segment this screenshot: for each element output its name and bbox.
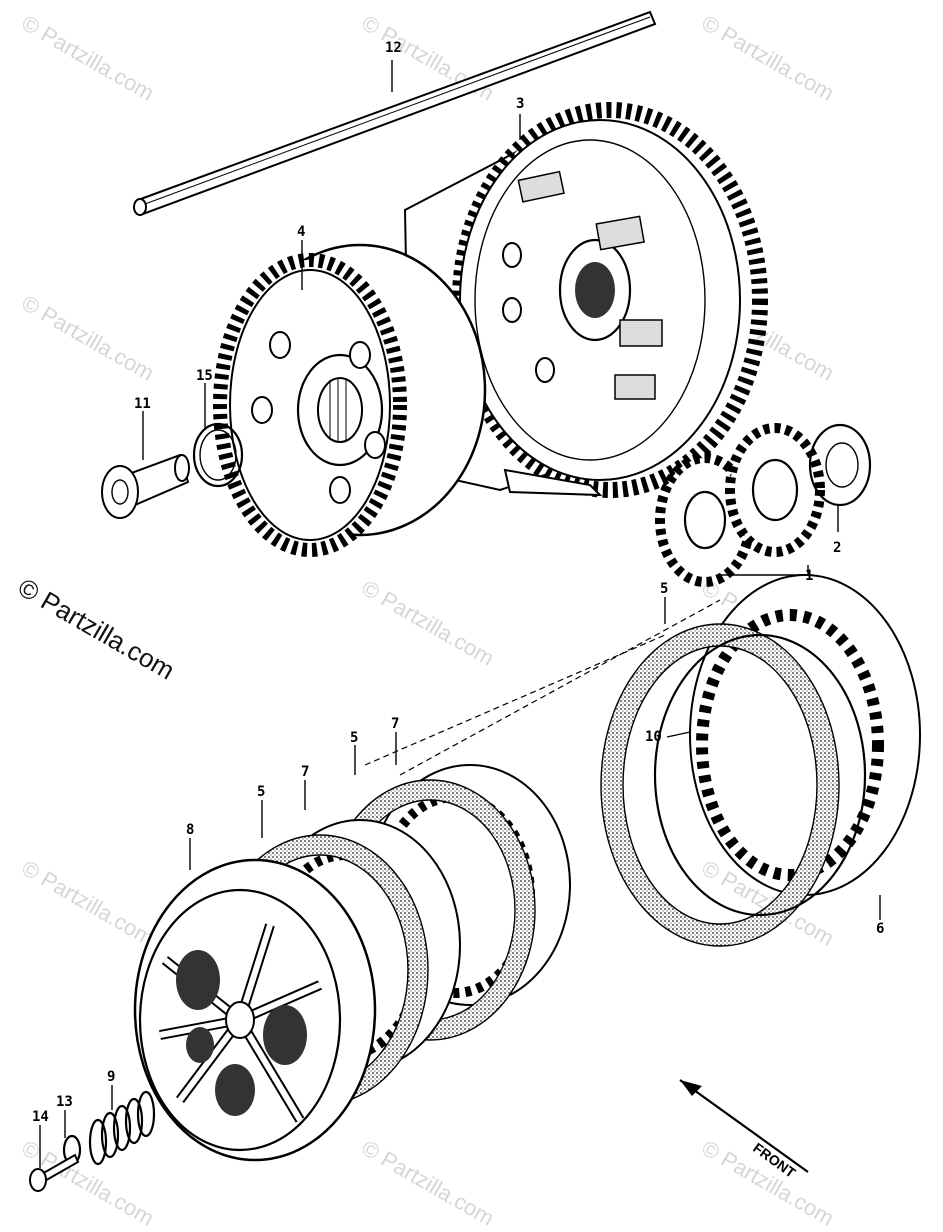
- callout-5: 5: [257, 784, 265, 800]
- leader-lines: [39, 60, 881, 1168]
- clutch-spring-ring-part: [653, 633, 867, 917]
- callout-4: 4: [297, 224, 305, 240]
- front-direction-arrow: FRONT: [679, 1079, 809, 1181]
- callout-10: 10: [645, 729, 662, 745]
- callout-7: 7: [391, 716, 399, 732]
- callout-labels: 12 3 4 15 11 2 1 5 10 6 5 7 7 5 8 9 13 1…: [32, 40, 884, 1125]
- primary-gear-part: [655, 423, 825, 587]
- clutch-exploded-diagram: FRONT 12 3 4 15 11 2 1 5 10 6 5 7 7: [29, 10, 921, 1192]
- clutch-outer-housing-part: [403, 102, 768, 498]
- callout-1: 1: [805, 568, 813, 584]
- bolt-part: [29, 1153, 80, 1192]
- clutch-plate-part: [689, 574, 921, 896]
- callout-6: 6: [876, 921, 884, 937]
- circlip-part: [192, 422, 244, 488]
- pressure-plate-part: [133, 858, 377, 1162]
- callout-12: 12: [385, 40, 402, 56]
- callout-5: 5: [660, 581, 668, 597]
- callout-15: 15: [196, 368, 213, 384]
- collar-part: [101, 453, 190, 519]
- callout-8: 8: [186, 822, 194, 838]
- callout-14: 14: [32, 1109, 49, 1125]
- push-rod-part: [133, 10, 657, 216]
- callout-11: 11: [134, 396, 151, 412]
- callout-5: 5: [350, 730, 358, 746]
- callout-2: 2: [833, 540, 841, 556]
- clutch-spring-part: [88, 1090, 156, 1166]
- thrust-washer-part: [808, 423, 872, 507]
- callout-13: 13: [56, 1094, 73, 1110]
- callout-3: 3: [516, 96, 524, 112]
- clutch-center-part: [213, 243, 487, 557]
- callout-7: 7: [301, 764, 309, 780]
- callout-9: 9: [107, 1069, 115, 1085]
